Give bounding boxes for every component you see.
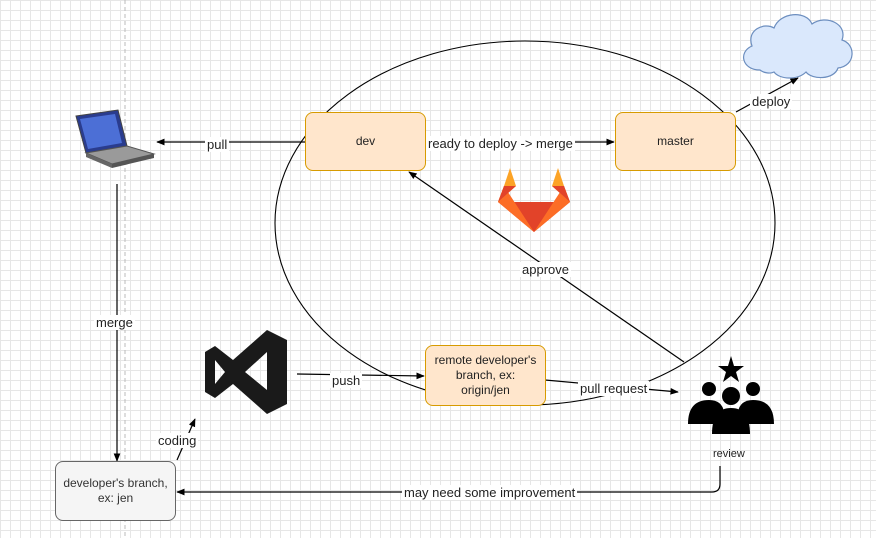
improvement-label: may need some improvement [402,485,578,500]
merge-label: merge [94,315,135,330]
pull-request-label: pull request [578,381,650,396]
laptop-icon [75,109,156,168]
cloud-icon [743,14,853,79]
master-branch-label: master [657,134,694,148]
team-review-icon [688,356,774,434]
deploy-label: deploy [750,94,793,109]
gitlab-icon [498,168,570,232]
coding-label: coding [156,433,199,448]
dev-branch-node: dev [305,112,426,171]
remote-branch-node: remote developer's branch, ex: origin/je… [425,345,546,406]
local-branch-node: developer's branch, ex: jen [55,461,176,521]
push-label: push [330,373,363,388]
vscode-icon [205,330,287,414]
remote-branch-label: remote developer's branch, ex: origin/je… [434,353,537,397]
merge-ready-label: ready to deploy -> merge [426,136,575,151]
master-branch-node: master [615,112,736,171]
edge-improvement [176,466,721,496]
pull-label: pull [205,137,230,152]
approve-label: approve [520,262,571,277]
review-caption: review [713,448,745,460]
dev-branch-label: dev [355,134,376,148]
local-branch-label: developer's branch, ex: jen [63,476,168,505]
